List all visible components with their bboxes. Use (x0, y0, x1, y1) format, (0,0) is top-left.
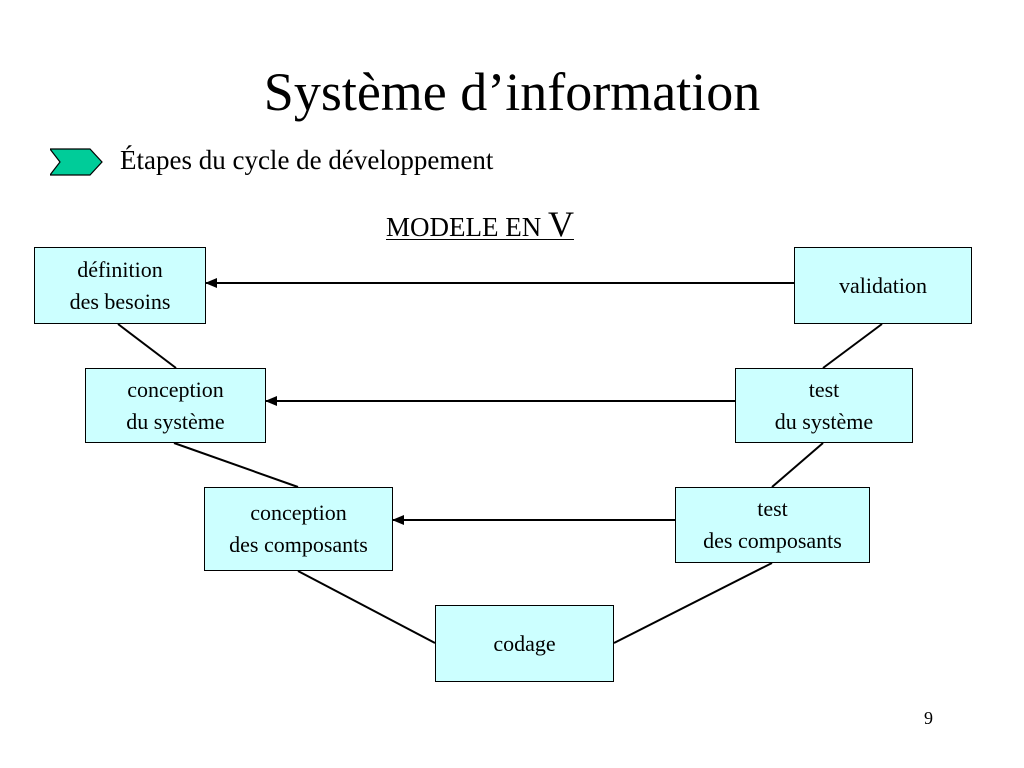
box-validation: validation (794, 247, 972, 324)
model-title-letter: V (547, 204, 574, 244)
chevron-arrow-bullet-icon (50, 148, 103, 176)
model-title-text: MODELE EN (386, 212, 548, 242)
v-line (173, 442, 299, 488)
v-line (297, 570, 436, 644)
v-line (822, 323, 883, 369)
v-line (117, 323, 177, 369)
v-line (771, 442, 824, 488)
box-test-systeme: test du système (735, 368, 913, 443)
v-line (613, 562, 773, 644)
box-test-composants: test des composants (675, 487, 870, 563)
page-number: 9 (924, 708, 933, 728)
slide-title: Système d’information (263, 62, 761, 122)
box-codage: codage (435, 605, 614, 682)
box-conception-composants: conception des composants (204, 487, 393, 571)
box-definition-besoins: définition des besoins (34, 247, 206, 324)
model-title: MODELE EN V (386, 204, 574, 252)
bullet-text: Étapes du cycle de développement (120, 145, 494, 175)
box-conception-systeme: conception du système (85, 368, 266, 443)
